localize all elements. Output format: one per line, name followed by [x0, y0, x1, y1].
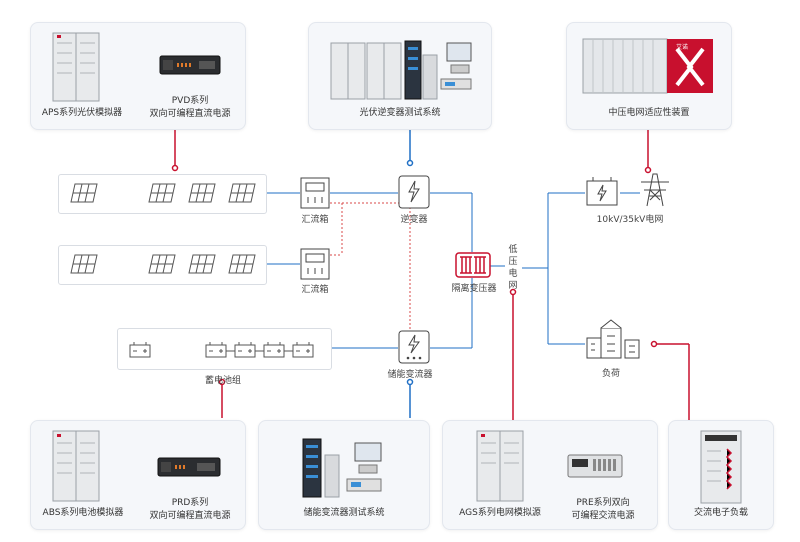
card-aps-pvd[interactable]: APS系列光伏模拟器 PVD系列 双向可编程直流电源	[30, 22, 246, 130]
pre-label-line2: 可编程交流电源	[571, 511, 635, 521]
card-mv-grid-device[interactable]: 艾诺 中压电网适应性装置	[566, 22, 732, 130]
mv-grid-container-image	[582, 38, 713, 94]
ac-load-cabinet-image	[700, 430, 742, 504]
lv-grid-char: 压	[508, 257, 518, 267]
ags-cabinet-image	[476, 430, 524, 502]
pre-ac-source-image	[567, 454, 623, 478]
load-label: 负荷	[601, 369, 620, 379]
combiner-box-2-label: 汇流箱	[301, 285, 329, 295]
battery-bank-label: 蓄电池组	[204, 376, 241, 386]
battery-icons	[129, 342, 314, 358]
isolation-transformer-label: 隔离变压器	[451, 284, 497, 294]
pcs-test-system-image	[302, 438, 382, 498]
combiner-box-1-label: 汇流箱	[301, 215, 329, 225]
pcs-icon	[398, 330, 430, 364]
card-pcs-test-system[interactable]: 储能变流器测试系统	[258, 420, 430, 530]
ags-label: AGS系列电网模拟源	[459, 508, 541, 518]
load-buildings-icon	[586, 319, 640, 359]
aps-cabinet-image	[52, 32, 100, 102]
substation-icon	[586, 177, 618, 206]
inverter-label: 逆变器	[400, 215, 428, 225]
inverter-test-system-image	[330, 40, 472, 100]
prd-label-line1: PRD系列	[171, 498, 209, 508]
pv-string-row-1	[58, 174, 267, 214]
lv-grid-char: 低	[508, 245, 518, 255]
aps-label: APS系列光伏模拟器	[41, 108, 123, 118]
card-ac-electronic-load[interactable]: 交流电子负载	[668, 420, 774, 530]
lv-grid-char: 网	[508, 281, 518, 291]
prd-power-supply-image	[157, 457, 221, 477]
abs-label: ABS系列电池模拟器	[42, 508, 124, 518]
lv-grid-char: 电	[508, 269, 518, 279]
pvd-power-supply-image	[159, 55, 221, 75]
pcs-label: 储能变流器	[387, 370, 433, 380]
pv-string-row-2	[58, 245, 267, 285]
combiner-box-2-icon	[300, 248, 330, 280]
pvd-label-line1: PVD系列	[171, 96, 209, 106]
pcs-test-label: 储能变流器测试系统	[303, 508, 385, 518]
abs-cabinet-image	[52, 430, 100, 502]
battery-bank	[117, 328, 332, 370]
pv-panel-icons	[70, 183, 256, 203]
inverter-icon	[398, 175, 430, 209]
combiner-box-1-icon	[300, 177, 330, 209]
mv-grid-brand: 艾诺	[676, 44, 689, 51]
lv-grid-label: 低 压 电 网	[507, 244, 519, 292]
pv-panel-icons	[70, 254, 256, 274]
isolation-transformer-icon	[455, 252, 491, 278]
transmission-tower-icon	[641, 173, 669, 207]
pv-inverter-test-label: 光伏逆变器测试系统	[359, 108, 441, 118]
card-abs-prd[interactable]: ABS系列电池模拟器 PRD系列 双向可编程直流电源	[30, 420, 246, 530]
card-pv-inverter-test-system[interactable]: 光伏逆变器测试系统	[308, 22, 492, 130]
ac-load-label: 交流电子负载	[693, 508, 748, 518]
pvd-label-line2: 双向可编程直流电源	[149, 109, 231, 119]
card-ags-pre[interactable]: AGS系列电网模拟源 PRE系列双向 可编程交流电源	[442, 420, 658, 530]
prd-label-line2: 双向可编程直流电源	[149, 511, 231, 521]
pre-label-line1: PRE系列双向	[576, 498, 630, 508]
grid-label: 10kV/35kV电网	[596, 215, 664, 225]
mv-grid-label: 中压电网适应性装置	[608, 108, 690, 118]
